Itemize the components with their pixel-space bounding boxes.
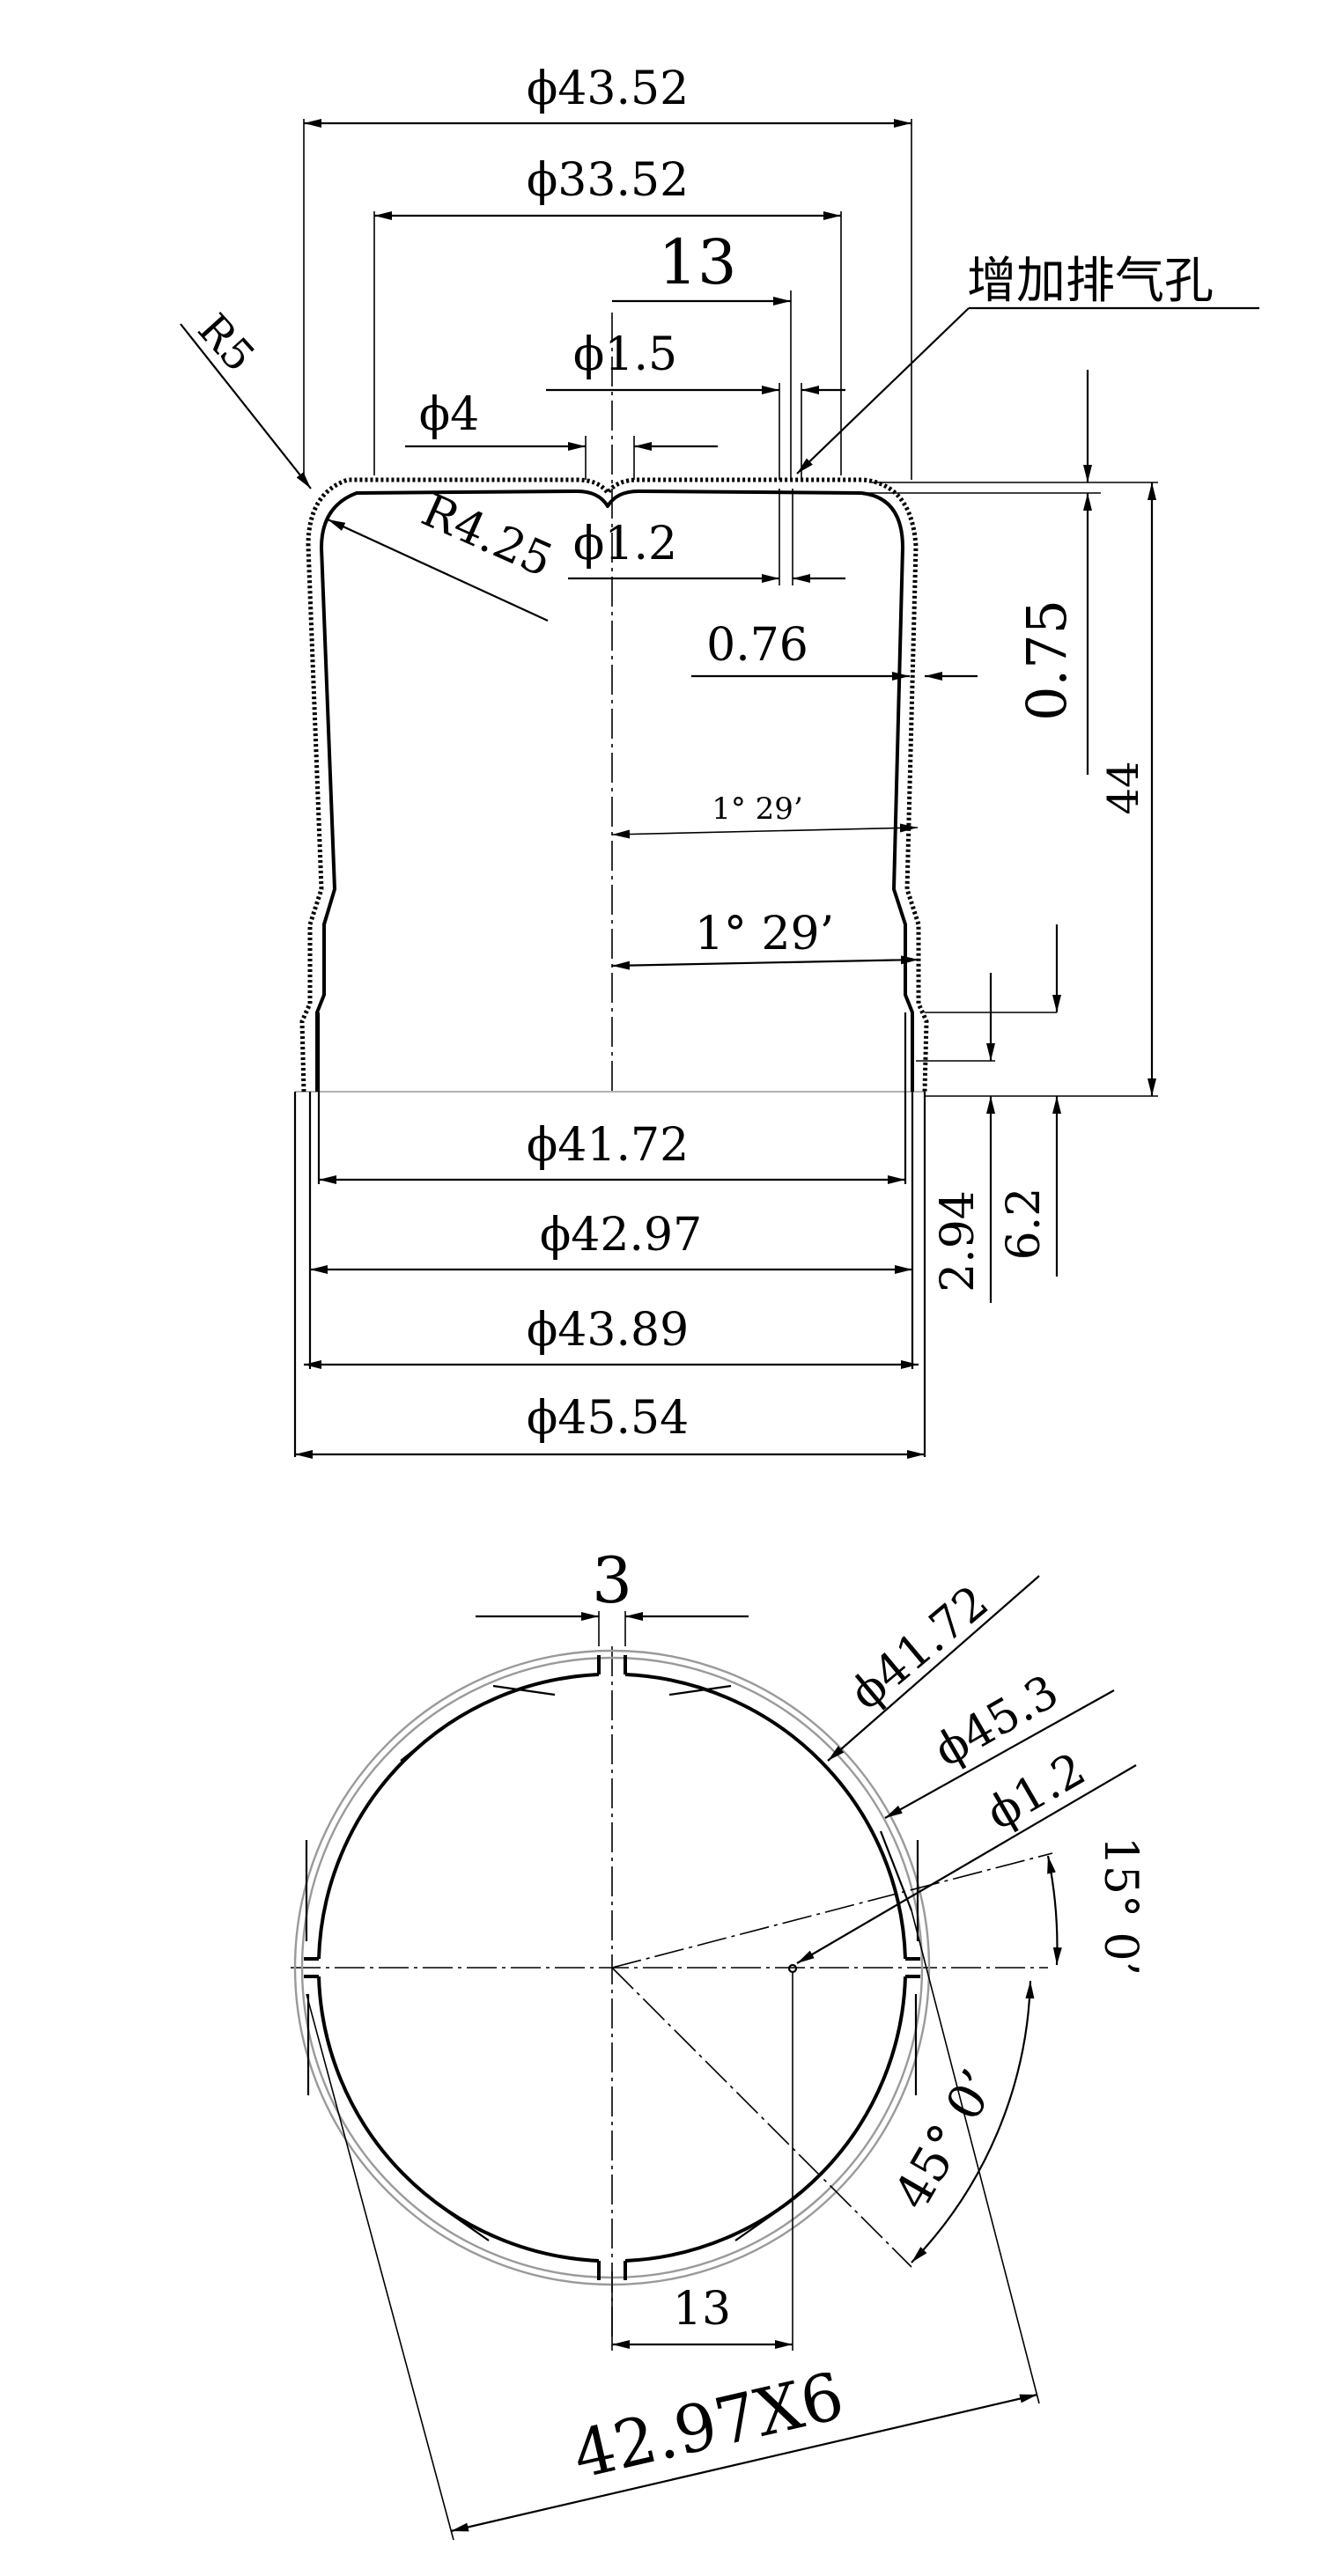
- label-dim-dia-4: ϕ4: [419, 388, 480, 441]
- ray-45-degree: [611, 1967, 912, 2268]
- leader-4172-top: [827, 1575, 1040, 1762]
- label-dim-4172-top: ϕ41.72: [840, 1576, 999, 1720]
- label-dim-hole-12: ϕ1.2: [573, 518, 677, 570]
- label-gap-3: 3: [592, 1543, 632, 1617]
- label-dim-294: 2.94: [932, 1190, 985, 1292]
- ray-15-degree: [611, 1852, 1053, 1969]
- label-dim-4172-front: ϕ41.72: [527, 1119, 689, 1172]
- leader-453-top: [884, 1689, 1115, 1819]
- label-dim-13-top: 13: [658, 226, 736, 298]
- label-dim-3352: ϕ33.52: [527, 154, 689, 207]
- label-angle-15: 15° 0’: [1094, 1836, 1147, 1976]
- top-view: 3 ϕ41.72 ϕ45.3 ϕ1.2 15° 0’ 45° 0’ 13 42.…: [291, 1543, 1147, 2541]
- cap-outer-profile: [299, 477, 929, 1093]
- label-radius-r425: R4.25: [414, 484, 560, 588]
- label-dim-4297-front: ϕ42.97: [540, 1209, 702, 1262]
- leader-r5: [180, 323, 312, 489]
- leader-12-top: [796, 1764, 1137, 1964]
- label-dim-4297x6: 42.97X6: [566, 2359, 851, 2494]
- arc-15-degree: [1046, 1855, 1062, 1966]
- label-angle-large: 1° 29’: [695, 908, 834, 960]
- vent-hole-top: [787, 1963, 798, 1974]
- label-dim-4389-front: ϕ43.89: [527, 1304, 689, 1357]
- label-angle-small: 1° 29’: [712, 791, 803, 827]
- cap-inner-profile: [315, 489, 914, 1092]
- ext-4297x6-right: [911, 1910, 1040, 2404]
- label-dim-4352: ϕ43.52: [527, 63, 689, 115]
- label-dim-62: 6.2: [998, 1188, 1051, 1261]
- ext-4297x6-left: [306, 1993, 454, 2541]
- label-dim-4554-front: ϕ45.54: [527, 1392, 689, 1445]
- label-wall-075: 0.75: [1015, 600, 1079, 721]
- dimline-angle-small: [611, 823, 919, 839]
- leader-vent-hole: [796, 307, 970, 475]
- arc-45-degree: [911, 1980, 1035, 2263]
- label-wall-076: 0.76: [706, 619, 808, 672]
- segmented-ring: [304, 1655, 920, 2280]
- label-angle-45: 45° 0’: [883, 2061, 1008, 2219]
- label-dim-hole-15: ϕ1.5: [573, 328, 677, 381]
- label-radius-r5: R5: [188, 305, 264, 381]
- dimline-4297x6: [450, 2393, 1038, 2533]
- label-dim-13-bottom: 13: [673, 2283, 731, 2336]
- dimline-angle-large: [611, 955, 919, 970]
- label-height-44: 44: [1099, 761, 1148, 814]
- note-vent-hole: 增加排气孔: [967, 253, 1214, 310]
- front-view: ϕ43.52 ϕ33.52 13 ϕ1.5 增加排气孔 R5 ϕ4 R4.25: [180, 63, 1259, 1459]
- leader-r425: [327, 519, 549, 622]
